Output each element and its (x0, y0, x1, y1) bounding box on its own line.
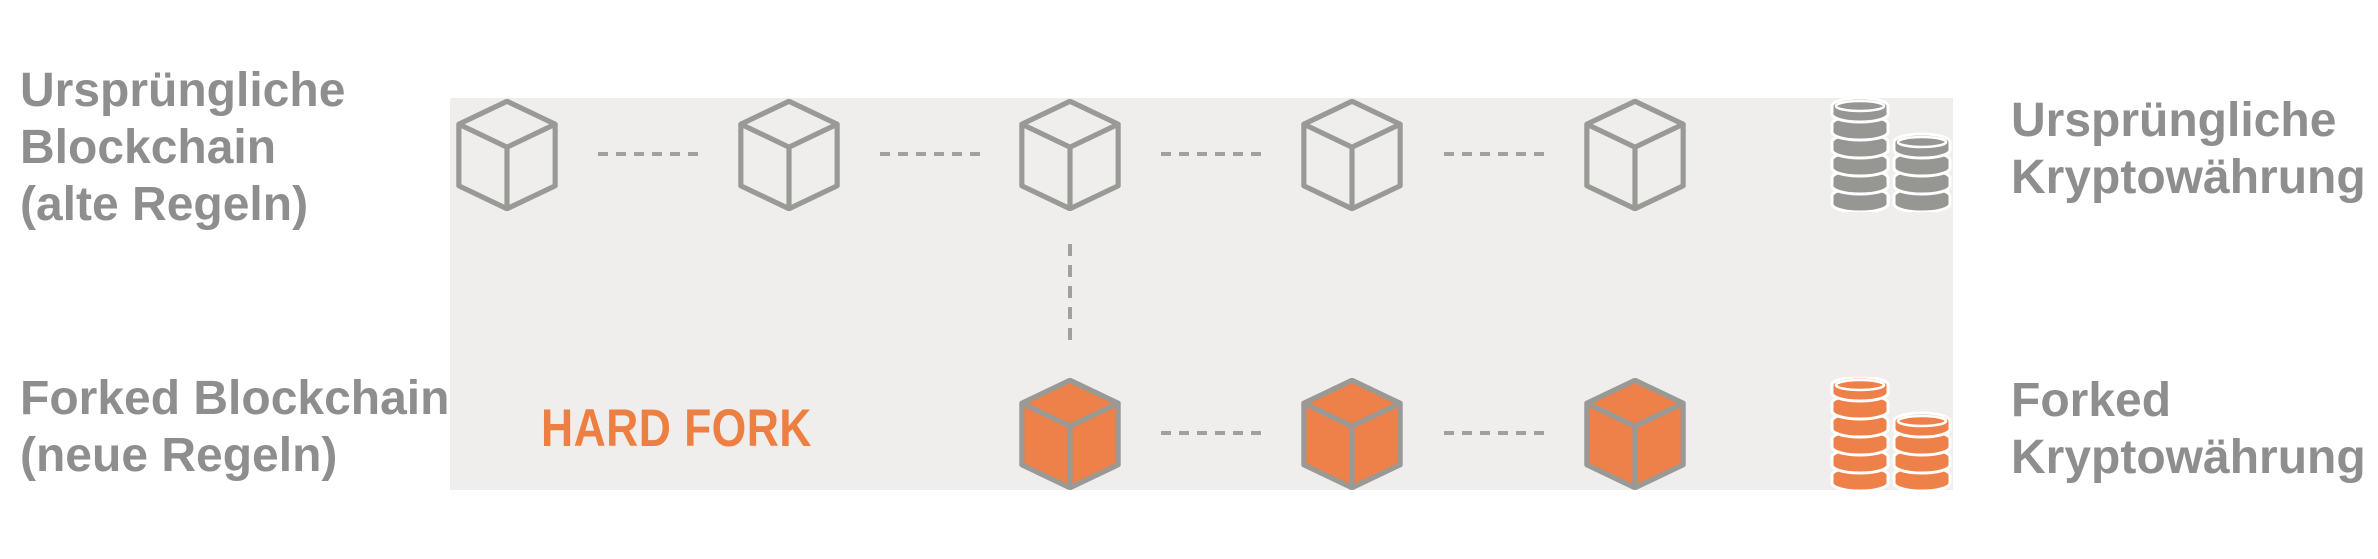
original-block-icon (1296, 99, 1408, 211)
original-block-icon (1579, 99, 1691, 211)
original-blockchain-label-line1: Ursprüngliche (20, 64, 346, 117)
forked-blockchain-label-line1: Forked Blockchain (20, 372, 450, 425)
hard-fork-label: HARD FORK (541, 399, 812, 458)
forked-currency-label-line2: Kryptowährung (2011, 431, 2366, 484)
original-currency-label-line2: Kryptowährung (2011, 151, 2366, 204)
original-block-icon (1014, 99, 1126, 211)
forked-block-icon (1296, 378, 1408, 490)
chain-link-dashes (1444, 152, 1544, 156)
original-currency-label-line1: Ursprüngliche (2011, 94, 2337, 147)
forked-block-icon (1579, 378, 1691, 490)
forked-currency-label: Forked Kryptowährung (2011, 372, 2366, 486)
chain-link-dashes (1161, 152, 1261, 156)
forked-blockchain-label: Forked Blockchain (neue Regeln) (20, 370, 449, 484)
diagram-panel (450, 98, 1953, 490)
chain-link-dashes (1161, 431, 1261, 435)
forked-currency-label-line1: Forked (2011, 374, 2172, 427)
fork-connector-dashes (1068, 244, 1072, 342)
original-currency-label: Ursprüngliche Kryptowährung (2011, 92, 2366, 206)
forked-coin-stack-icon (1830, 377, 1952, 491)
original-blockchain-label: Ursprüngliche Blockchain (alte Regeln) (20, 62, 345, 233)
chain-link-dashes (1444, 431, 1544, 435)
original-block-icon (733, 99, 845, 211)
chain-link-dashes (880, 152, 980, 156)
original-block-icon (451, 99, 563, 211)
chain-link-dashes (598, 152, 698, 156)
forked-blockchain-label-line2: (neue Regeln) (20, 429, 338, 482)
original-blockchain-label-line2: Blockchain (20, 121, 277, 174)
original-blockchain-label-line3: (alte Regeln) (20, 178, 309, 231)
forked-block-icon (1014, 378, 1126, 490)
original-coin-stack-icon (1830, 98, 1952, 212)
